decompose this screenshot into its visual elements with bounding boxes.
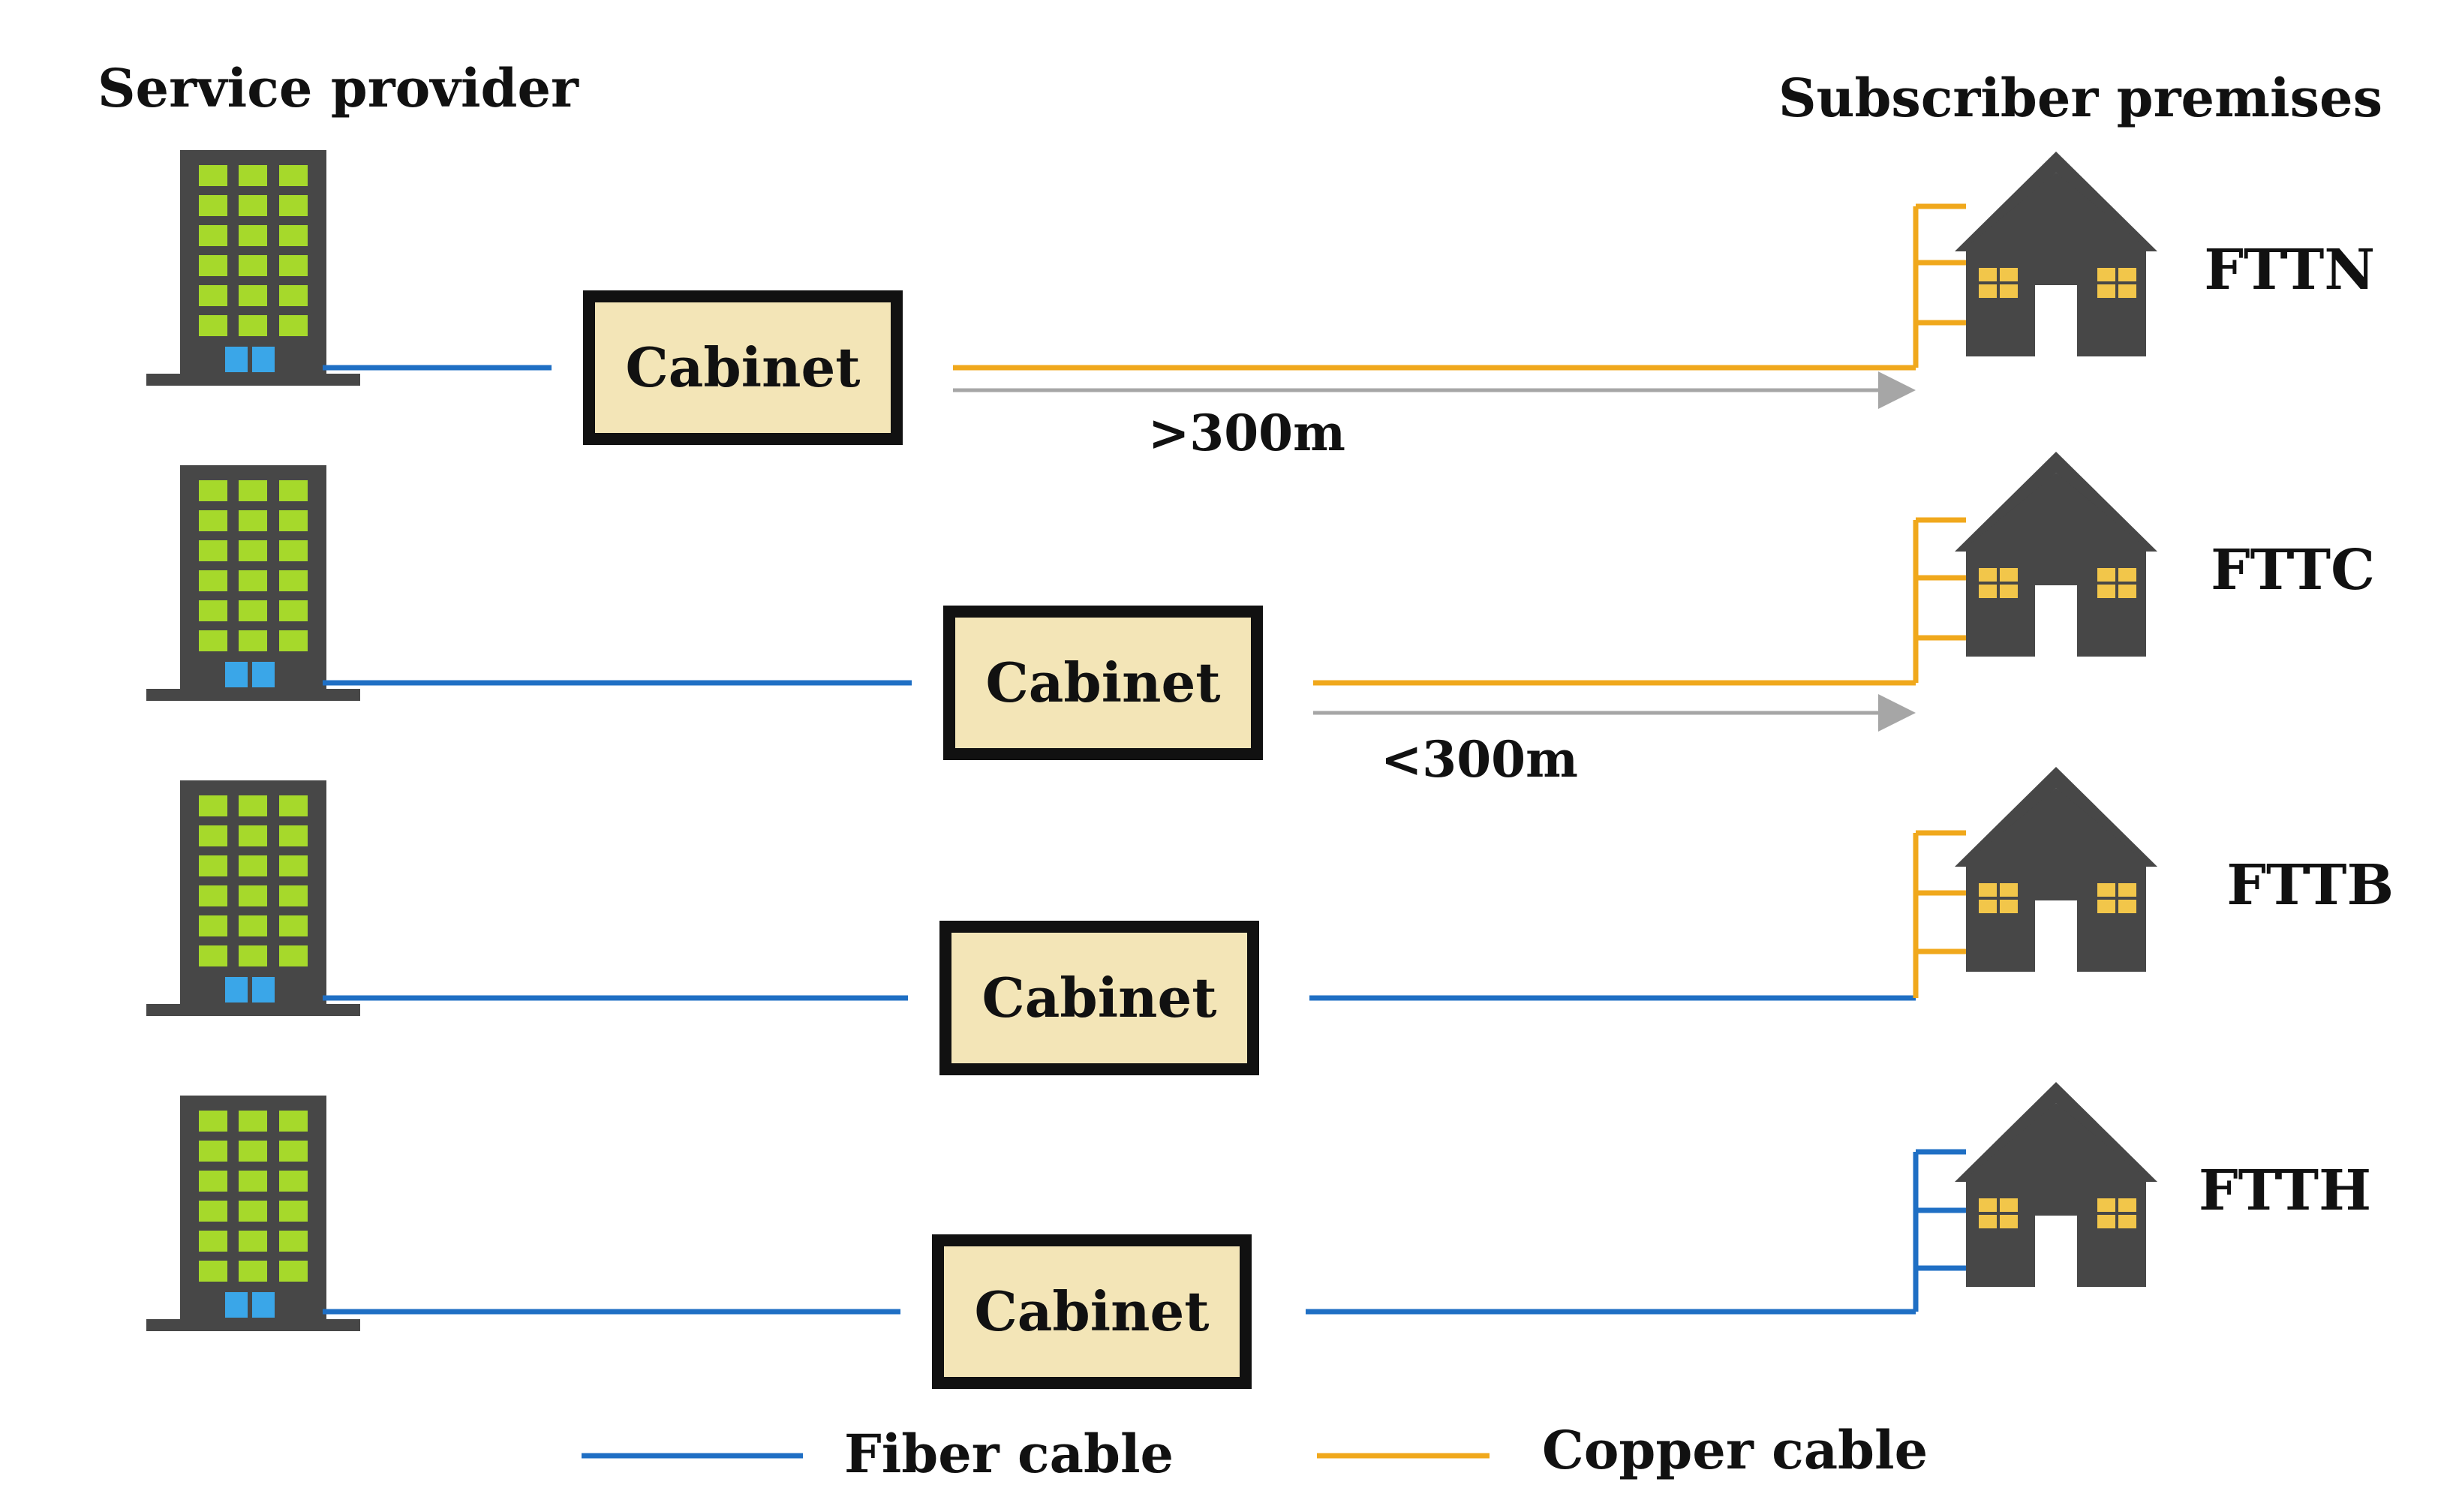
house-icon bbox=[1955, 767, 2157, 972]
cabinet-label: Cabinet bbox=[982, 966, 1216, 1030]
house-icon bbox=[1955, 452, 2157, 657]
office-building-icon bbox=[146, 150, 360, 386]
house-icon bbox=[1955, 1082, 2157, 1287]
distance-label: >300m bbox=[1148, 404, 1345, 462]
cabinet-box: Cabinet bbox=[583, 290, 903, 445]
technology-label: FTTC bbox=[2211, 538, 2375, 603]
house-icon bbox=[1955, 152, 2157, 356]
legend-fiber-label: Fiber cable bbox=[844, 1423, 1174, 1485]
legend: Fiber cable Copper cable bbox=[582, 1419, 1928, 1485]
office-building-icon bbox=[146, 780, 360, 1016]
cabinet-box: Cabinet bbox=[943, 606, 1263, 760]
cabinet-box: Cabinet bbox=[939, 921, 1259, 1075]
row-fttn: Cabinet >300m FTTN bbox=[146, 150, 2375, 462]
row-fttc: Cabinet <300m FTTC bbox=[146, 452, 2375, 789]
technology-label: FTTN bbox=[2204, 238, 2375, 302]
cabinet-label: Cabinet bbox=[625, 335, 860, 399]
cabinet-label: Cabinet bbox=[985, 651, 1220, 714]
technology-label: FTTH bbox=[2199, 1159, 2371, 1223]
technology-label: FTTB bbox=[2226, 853, 2394, 918]
cabinet-box: Cabinet bbox=[932, 1234, 1252, 1389]
office-building-icon bbox=[146, 465, 360, 701]
row-ftth: Cabinet FTTH bbox=[146, 1082, 2371, 1389]
service-provider-header: Service provider bbox=[98, 57, 579, 119]
distance-label: <300m bbox=[1381, 730, 1578, 789]
cabinet-label: Cabinet bbox=[974, 1279, 1209, 1343]
subscriber-premises-header: Subscriber premises bbox=[1778, 67, 2382, 129]
rows: Cabinet>300mFTTNCabinet<300mFTTCCabinetF… bbox=[146, 150, 2394, 1389]
row-fttb: Cabinet FTTB bbox=[146, 767, 2394, 1075]
legend-copper-label: Copper cable bbox=[1542, 1419, 1928, 1481]
office-building-icon bbox=[146, 1096, 360, 1331]
